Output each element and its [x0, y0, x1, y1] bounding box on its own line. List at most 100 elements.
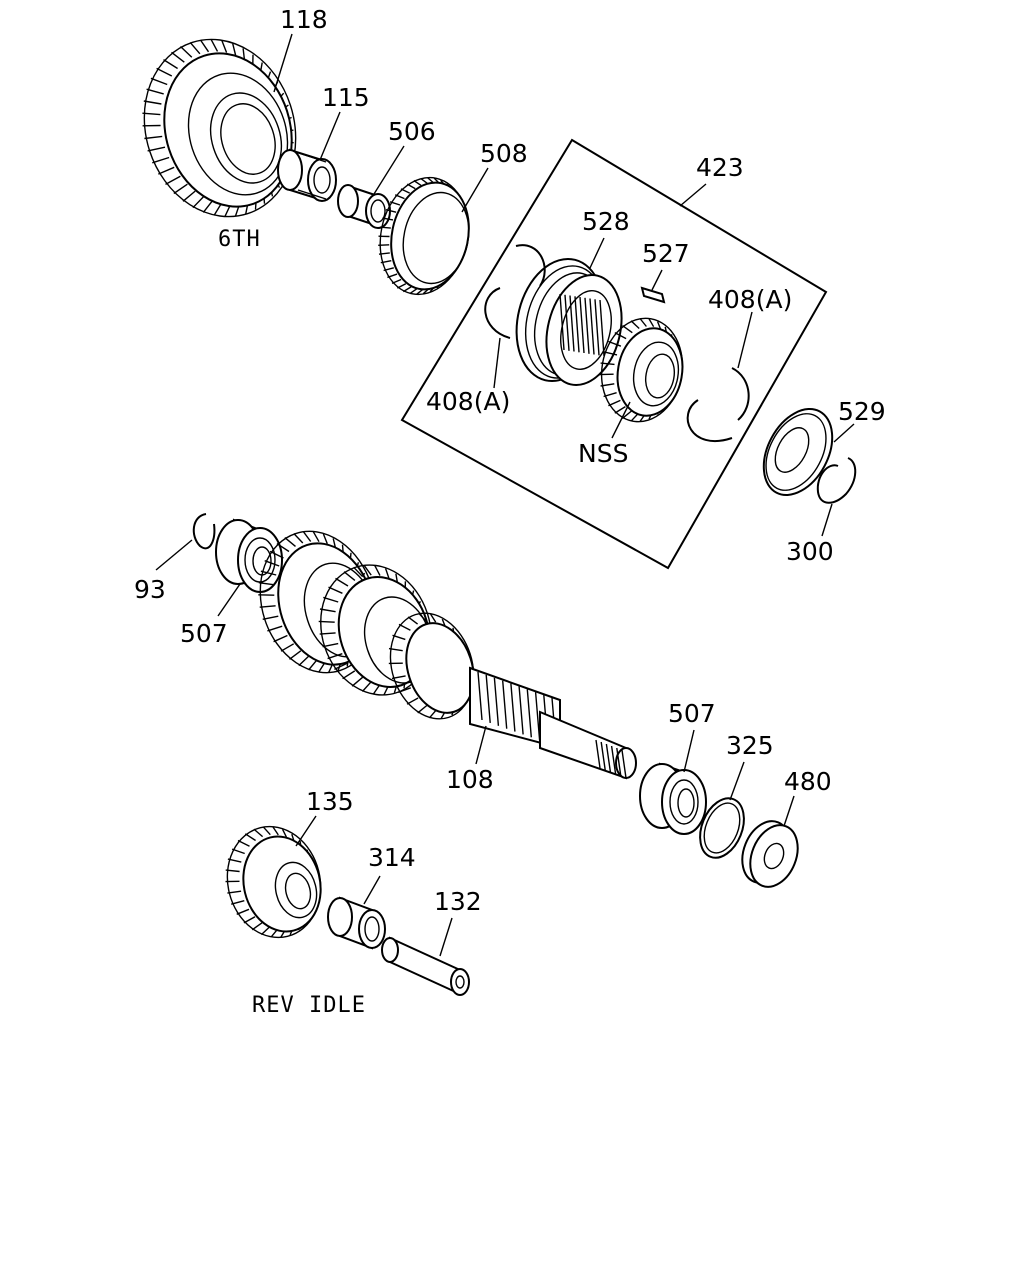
gear-tooth — [260, 570, 277, 576]
gear-tooth — [430, 613, 437, 623]
gear-tooth — [335, 577, 349, 587]
label-529: 529 — [838, 397, 886, 426]
label-527: 527 — [642, 239, 690, 268]
spline-line — [569, 295, 575, 352]
synchro-sleeve-528 — [515, 257, 623, 387]
gear-118 — [142, 38, 297, 218]
spline-line — [510, 683, 516, 732]
gear-tooth — [383, 267, 394, 272]
gear-tooth — [608, 399, 621, 407]
gear-tooth — [379, 226, 391, 229]
gear-tooth — [614, 406, 626, 414]
gear-tooth — [392, 634, 406, 641]
gear-tooth — [213, 203, 222, 216]
gear-tooth — [630, 320, 640, 330]
thrust-washer-529 — [762, 408, 834, 496]
gear-tooth — [237, 839, 250, 847]
gear-tooth — [199, 39, 210, 53]
leader-lines — [155, 33, 855, 957]
synchro-hub-nss — [599, 317, 684, 423]
gear-tooth — [600, 383, 615, 387]
gear-tooth — [378, 244, 390, 246]
spline-line — [600, 741, 606, 771]
gear-tooth — [603, 351, 618, 356]
spline-line — [564, 294, 570, 351]
caption-6th: 6TH — [218, 227, 261, 252]
gear-tooth — [407, 616, 419, 625]
gear-tooth — [284, 537, 296, 547]
gear-tooth — [318, 620, 335, 623]
gear-tooth — [648, 318, 655, 328]
gear-tooth — [418, 612, 427, 622]
gear-tooth — [353, 566, 364, 578]
assembly-frame-423 — [400, 138, 828, 570]
gear-tooth — [272, 826, 279, 836]
gear-tooth — [280, 643, 295, 652]
caption-rev-idle: REV IDLE — [252, 993, 366, 1018]
gear-tooth — [171, 51, 185, 63]
gear-tooth — [244, 833, 256, 842]
gear-tooth — [420, 177, 428, 184]
gear-tooth — [276, 543, 290, 553]
gear-tooth — [251, 922, 263, 931]
gear-tooth — [259, 605, 276, 608]
spline-line — [502, 680, 508, 729]
label-507-bottom: 507 — [668, 699, 716, 728]
idle-shaft-132 — [381, 936, 470, 996]
gear-tooth — [385, 209, 397, 213]
spline-line — [534, 692, 541, 741]
gear-tooth — [614, 331, 627, 340]
gear-tooth — [656, 321, 662, 330]
spline-line — [526, 689, 532, 738]
gear-tooth — [182, 190, 196, 202]
ball-bearing-507-top — [215, 518, 283, 593]
gear-tooth — [231, 848, 245, 855]
label-93: 93 — [134, 575, 166, 604]
label-408a-left: 408(A) — [426, 387, 510, 416]
gear-tooth — [406, 183, 416, 190]
spring-408a-left-upper — [515, 244, 546, 287]
gear-tooth — [293, 533, 304, 544]
label-108: 108 — [446, 765, 494, 794]
gear-tooth — [262, 826, 271, 836]
gear-tooth — [389, 201, 401, 206]
main-shaft-108 — [258, 530, 637, 780]
gear-tooth — [243, 916, 256, 924]
synchro-ring-508 — [378, 176, 470, 296]
label-408a-right: 408(A) — [708, 285, 792, 314]
gear-tooth — [264, 560, 280, 567]
gear-tooth — [323, 596, 339, 603]
label-508: 508 — [480, 139, 528, 168]
gear-tooth — [343, 571, 356, 581]
gear-tooth — [621, 410, 632, 419]
gear-tooth — [143, 100, 162, 105]
washer-480 — [741, 820, 799, 888]
gear-tooth — [391, 278, 402, 285]
label-118: 118 — [280, 5, 328, 34]
gear-tooth — [312, 531, 320, 543]
needle-bearing-314 — [327, 896, 386, 950]
gear-tooth — [180, 45, 193, 58]
gear-tooth — [394, 194, 405, 200]
label-132: 132 — [434, 887, 482, 916]
gear-tooth — [382, 217, 394, 221]
gear-tooth — [417, 704, 428, 714]
spring-408a-right-upper — [731, 367, 750, 421]
spline-line — [559, 293, 565, 351]
snap-ring-93 — [192, 513, 216, 550]
gear-tooth — [262, 615, 279, 620]
spline-line — [605, 743, 612, 773]
gear-tooth — [189, 41, 201, 55]
spline-line — [477, 671, 483, 721]
label-423: 423 — [696, 153, 744, 182]
gear-tooth — [334, 662, 349, 671]
gear-tooth — [387, 273, 398, 279]
gear-tooth — [322, 642, 339, 648]
gear-tooth — [144, 135, 163, 140]
gear-tooth — [396, 283, 407, 289]
gear-tooth — [388, 647, 403, 652]
gear-tooth — [232, 43, 237, 56]
gear-tooth — [327, 653, 343, 660]
snap-ring-300 — [816, 457, 857, 504]
